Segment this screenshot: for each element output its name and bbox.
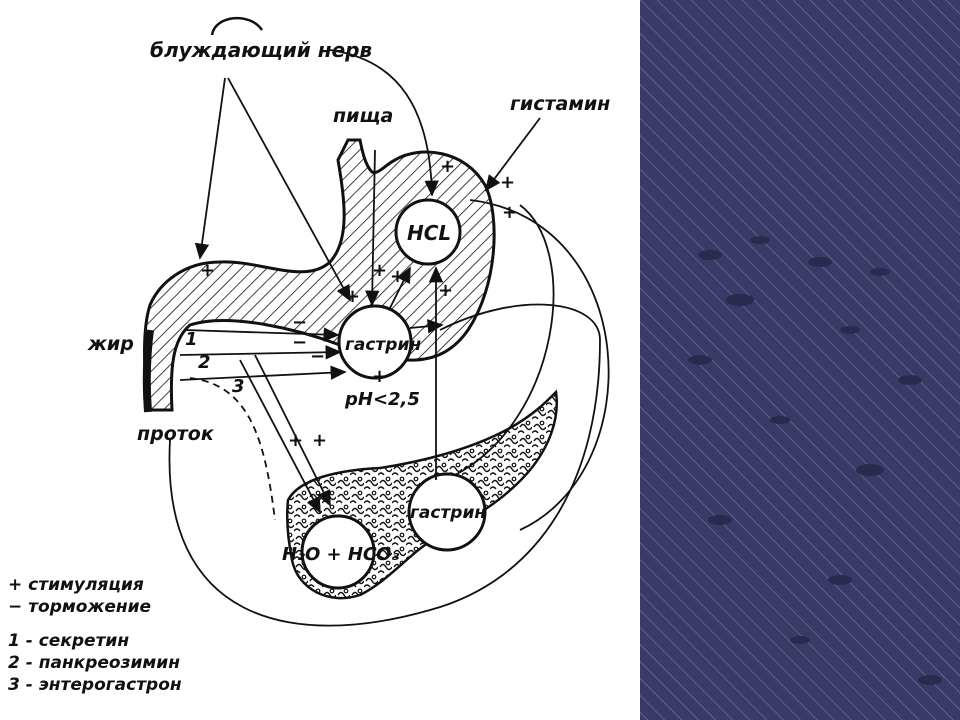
duct-label: проток — [137, 423, 215, 445]
plus-sign: + — [372, 260, 387, 281]
legend-item-3: 3 - энтерогастрон — [8, 675, 182, 695]
ph-label: pH<2,5 — [344, 389, 420, 410]
plus-sign: + — [502, 202, 517, 223]
minus-sign: − — [292, 332, 307, 353]
enterogastrone-dashed — [189, 377, 276, 521]
vagus-nerve-label: блуждающий нерв — [150, 38, 372, 62]
legend: + стимуляция − торможение 1 - секретин 2… — [8, 575, 182, 695]
plus-sign: + — [390, 266, 405, 287]
sign-marks: + + + + + + + + + + + − − − — [200, 156, 517, 451]
legend-inhibition: − торможение — [8, 597, 151, 617]
gastrin-pancreas-circle — [407, 472, 487, 552]
minus-sign: − — [310, 346, 325, 367]
plus-sign: + — [440, 156, 455, 177]
spot-decorations — [688, 236, 942, 685]
diagram-area: блуждающий нерв пища гистамин HCL гастри… — [8, 16, 611, 695]
histamine-label: гистамин — [510, 93, 610, 115]
marker-1: 1 — [185, 329, 198, 350]
marker-3: 3 — [232, 376, 245, 397]
bicarbonate-label: H₂O + HCO₃ — [282, 544, 399, 565]
legend-item-2: 2 - панкреозимин — [8, 653, 180, 673]
fat-label: жир — [87, 333, 134, 355]
plus-sign: + — [372, 366, 387, 387]
hcl-circle — [394, 198, 462, 266]
stripe-pattern — [640, 0, 960, 720]
plus-sign: + — [438, 280, 453, 301]
plus-sign: + — [200, 260, 215, 281]
minus-sign: − — [292, 312, 307, 333]
food-label: пища — [333, 105, 393, 127]
plus-sign: + — [312, 430, 327, 451]
connections — [168, 49, 610, 627]
gastrin-stomach-label: гастрин — [345, 335, 421, 355]
plus-sign: + — [288, 430, 303, 451]
legend-stimulation: + стимуляция — [8, 575, 144, 595]
duodenum-wall — [142, 329, 154, 413]
stomach-shape — [143, 138, 496, 412]
bicarbonate-circle — [300, 514, 376, 590]
vagus-loop — [210, 16, 264, 36]
plus-sign: + — [500, 172, 515, 193]
gastric-secretion-diagram: блуждающий нерв пища гистамин HCL гастри… — [8, 16, 610, 695]
decorative-side-panel — [640, 0, 960, 720]
hcl-label: HCL — [407, 221, 451, 245]
legend-item-1: 1 - секретин — [8, 631, 129, 651]
gastrin-pancreas-label: гастрин — [410, 503, 486, 523]
plus-sign: + — [345, 286, 360, 307]
marker-2: 2 — [198, 352, 211, 373]
